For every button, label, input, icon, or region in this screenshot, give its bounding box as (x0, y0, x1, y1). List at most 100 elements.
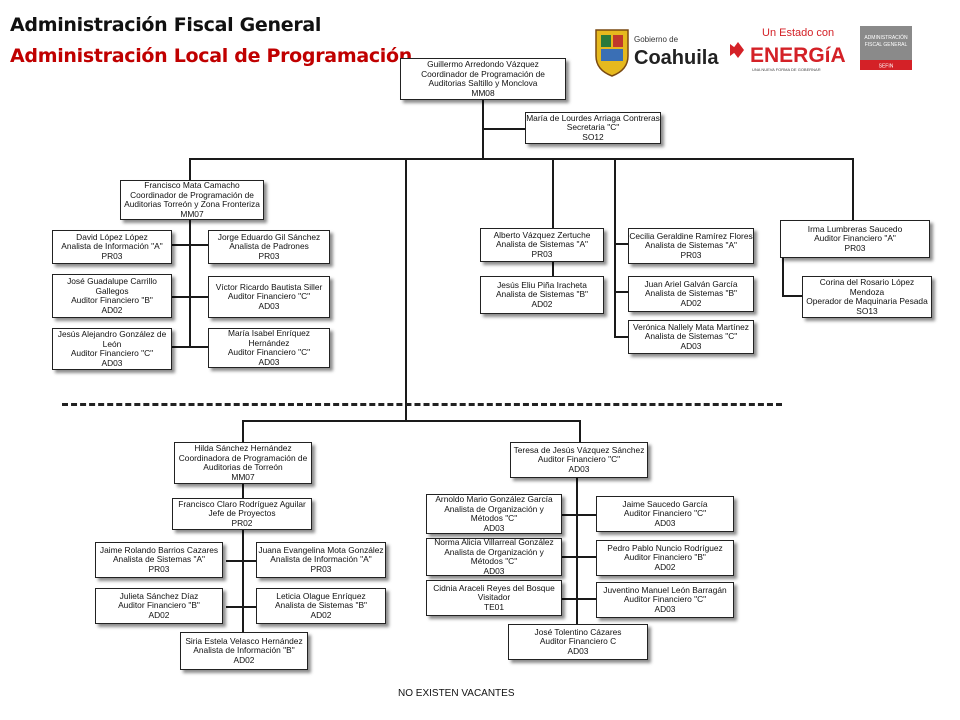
node-line: León (102, 338, 122, 349)
org-node-jaime-rolando: Jaime Rolando Barrios Cazares Analista d… (95, 542, 223, 578)
node-line: AD03 (483, 522, 505, 533)
connector (560, 514, 598, 516)
node-name: Teresa de Jesús Vázquez Sánchez (513, 444, 645, 455)
node-name: Julieta Sánchez Díaz (119, 590, 199, 601)
node-line: AD02 (233, 654, 255, 665)
connector (579, 420, 581, 442)
node-line: AD02 (101, 304, 123, 315)
connector (614, 158, 616, 338)
coahuila-crest-icon (595, 29, 629, 77)
node-line: Auditor Financiero "C" (227, 347, 311, 357)
node-line: Gallegos (95, 285, 129, 296)
node-line: Auditor Financiero "C" (537, 454, 621, 465)
connector (405, 158, 407, 421)
node-line: Auditor Financiero "C" (623, 508, 707, 519)
connector (242, 528, 244, 634)
node-name: Hilda Sánchez Hernández (194, 443, 292, 453)
org-node-cecilia: Cecilia Geraldine Ramírez Flores Analist… (628, 228, 754, 264)
connector (226, 606, 258, 608)
org-node-coord-torreon: Francisco Mata Camacho Coordinador de Pr… (120, 180, 264, 220)
node-line: Métodos "C" (470, 556, 518, 566)
node-line: AD03 (101, 357, 123, 368)
node-line: SO13 (856, 305, 878, 316)
org-node-veronica: Verónica Nallely Mata Martínez Analista … (628, 320, 754, 354)
node-name: Siria Estela Velasco Hernández (185, 635, 303, 646)
node-line: Analista de Sistemas "A" (112, 554, 206, 565)
node-line: Analista de Organización y (444, 503, 544, 514)
node-line: AD02 (148, 609, 170, 620)
node-line: Auditor Financiero "C" (70, 348, 154, 358)
node-line: Analista de Sistemas "A" (644, 240, 738, 251)
node-line: Auditor Financiero "C" (623, 594, 707, 605)
org-node-leticia: Leticia Olague Enríquez Analista de Sist… (256, 588, 386, 624)
coahuila-small-text: Gobierno de (634, 35, 679, 44)
section-divider (62, 403, 782, 406)
node-name: Norma Alicia Villarreal González (434, 538, 554, 547)
org-node-juan-ariel: Juan Ariel Galván García Analista de Sis… (628, 276, 754, 312)
connector (782, 295, 804, 297)
energia-star-icon (730, 42, 744, 58)
node-line: MM08 (471, 87, 495, 98)
node-line: AD03 (483, 565, 505, 576)
node-line: Operador de Maquinaria Pesada (806, 296, 928, 306)
page-title: Administración Fiscal General (10, 14, 322, 36)
node-line: Coordinador de Programación de (421, 68, 545, 79)
node-name: José Tolentino Cázares (534, 626, 622, 637)
node-name: Jesús Eliu Piña Iracheta (497, 279, 587, 290)
node-line: AD02 (310, 609, 332, 620)
afg-line1: ADMINISTRACIÓN (864, 34, 908, 41)
node-line: Analista de Sistemas "B" (274, 600, 368, 611)
org-node-irma: Irma Lumbreras Saucedo Auditor Financier… (780, 220, 930, 258)
node-line: AD03 (568, 463, 590, 474)
node-line: Visitador (477, 592, 511, 603)
node-line: Auditorias Torreón y Zona Fronteriza (124, 199, 260, 209)
node-line: Hernández (248, 337, 290, 348)
energia-logo-text: ENERGíA (750, 44, 846, 67)
node-line: AD03 (680, 340, 702, 351)
node-line: PR03 (148, 563, 170, 574)
node-line: PR03 (680, 249, 702, 260)
node-name: Guillermo Arredondo Vázquez (427, 59, 539, 69)
connector (242, 420, 580, 422)
afg-line3: SEFIN (879, 64, 894, 70)
connector (482, 128, 526, 130)
node-line: AD03 (258, 300, 280, 311)
node-line: Auditor Financiero "A" (814, 233, 896, 244)
node-name: Jaime Rolando Barrios Cazares (99, 544, 219, 555)
node-line: AD02 (654, 561, 676, 572)
connector (242, 420, 244, 442)
node-name: Jesús Alejandro González de (57, 329, 167, 339)
connector (782, 258, 784, 296)
node-line: Auditorias Saltillo y Monclova (428, 78, 538, 88)
node-line: AD02 (680, 297, 702, 308)
org-node-cidnia: Cidnia Araceli Reyes del Bosque Visitado… (426, 580, 562, 616)
connector (171, 296, 211, 298)
org-node-francisco-claro: Francisco Claro Rodríguez Aguilar Jefe d… (172, 498, 312, 530)
node-line: SO12 (582, 131, 604, 142)
org-node-julieta: Julieta Sánchez Díaz Auditor Financiero … (95, 588, 223, 624)
node-line: Analista de Sistemas "B" (495, 289, 589, 300)
connector (852, 158, 854, 220)
node-name: Juventino Manuel León Barragán (603, 584, 727, 595)
connector (614, 291, 630, 293)
connector (189, 158, 853, 160)
node-name: Alberto Vázquez Zertuche (493, 229, 591, 240)
org-node-arnoldo: Arnoldo Mario González García Analista d… (426, 494, 562, 534)
connector (560, 598, 598, 600)
node-line: Analista de Sistemas "B" (644, 288, 738, 299)
node-name: Juana Evangelina Mota González (258, 544, 384, 555)
node-line: Auditor Financiero C (539, 636, 617, 647)
connector (560, 556, 598, 558)
node-line: Auditorias de Torreón (203, 462, 283, 472)
org-node-juventino: Juventino Manuel León Barragán Auditor F… (596, 582, 734, 618)
node-line: Analista de Información "B" (193, 645, 295, 656)
node-line: Métodos "C" (470, 513, 518, 523)
node-line: Auditor Financiero "B" (71, 295, 153, 305)
org-node-secretary: María de Lourdes Arriaga Contreras Secre… (525, 112, 661, 144)
afg-line2: FISCAL GENERAL (865, 42, 908, 48)
node-line: MM07 (231, 471, 255, 482)
org-node-david: David López López Analista de Informació… (52, 230, 172, 264)
node-line: Analista de Sistemas "A" (495, 239, 589, 250)
org-node-corina: Corina del Rosario López Mendoza Operado… (802, 276, 932, 318)
node-line: PR02 (231, 517, 253, 528)
